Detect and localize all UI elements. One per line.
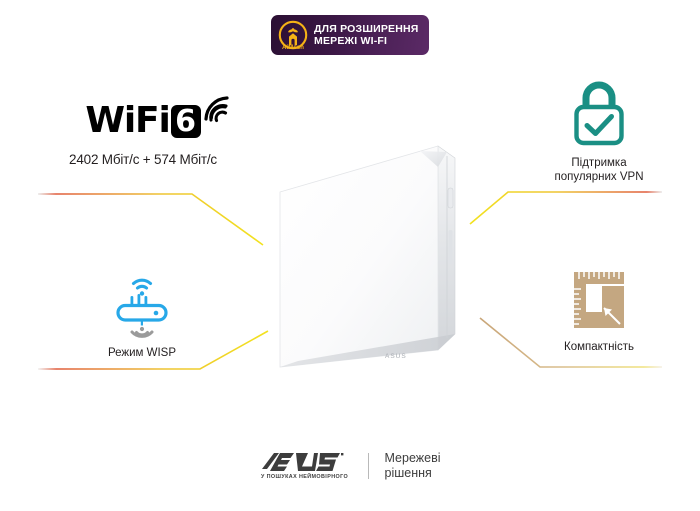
footer-divider xyxy=(367,452,369,479)
wisp-icon-wrap xyxy=(62,272,222,340)
product-corner-bevel xyxy=(420,151,447,167)
product-image: ASUS xyxy=(252,122,482,372)
ruler-measure-icon xyxy=(574,272,624,328)
aimesh-badge: AiMesh ДЛЯ РОЗШИРЕННЯ МЕРЕЖІ WI-FI xyxy=(271,15,429,55)
wifi-arcs-icon xyxy=(204,96,229,123)
feature-wisp: Режим WISP xyxy=(62,272,222,360)
aimesh-badge-line2: МЕРЕЖІ WI-FI xyxy=(314,35,388,47)
router-wifi-icon xyxy=(116,278,168,338)
product-port xyxy=(447,187,454,209)
aimesh-badge-text: ДЛЯ РОЗШИРЕННЯ МЕРЕЖІ WI-FI xyxy=(314,23,419,48)
footer-text: Мережеві рішення xyxy=(384,450,441,480)
asus-tagline: У ПОШУКАХ НЕЙМОВІРНОГО xyxy=(261,472,348,480)
vpn-icon-wrap xyxy=(524,78,674,150)
feature-compact: Компактність xyxy=(524,268,674,354)
wifi6-speed-label: 2402 Мбіт/с + 574 Мбіт/с xyxy=(69,152,217,167)
product-bottom-edge xyxy=(280,334,455,367)
asus-logo: У ПОШУКАХ НЕЙМОВІРНОГО xyxy=(260,451,352,481)
wifi6-six-badge: 6 xyxy=(170,104,201,138)
padlock-check-icon xyxy=(574,81,624,146)
feature-vpn: Підтримка популярних VPN xyxy=(524,78,674,184)
compact-caption: Компактність xyxy=(564,341,634,353)
compact-icon-wrap xyxy=(524,268,674,334)
wifi6-word: WiFi xyxy=(85,100,170,141)
wisp-caption: Режим WISP xyxy=(107,347,177,359)
product-slot xyxy=(448,230,453,264)
aimesh-logo-icon: AiMesh xyxy=(278,20,308,51)
aimesh-logo-label: AiMesh xyxy=(282,45,304,51)
product-front-face xyxy=(279,145,439,368)
footer: У ПОШУКАХ НЕЙМОВІРНОГО Мережеві рішення xyxy=(0,438,700,493)
connector-top-right xyxy=(469,191,662,225)
vpn-caption: Підтримка популярних VPN xyxy=(554,157,644,183)
connector-top-left xyxy=(38,193,264,246)
product-brand-mark: ASUS xyxy=(385,353,407,360)
aimesh-badge-line1: ДЛЯ РОЗШИРЕННЯ xyxy=(314,22,419,35)
